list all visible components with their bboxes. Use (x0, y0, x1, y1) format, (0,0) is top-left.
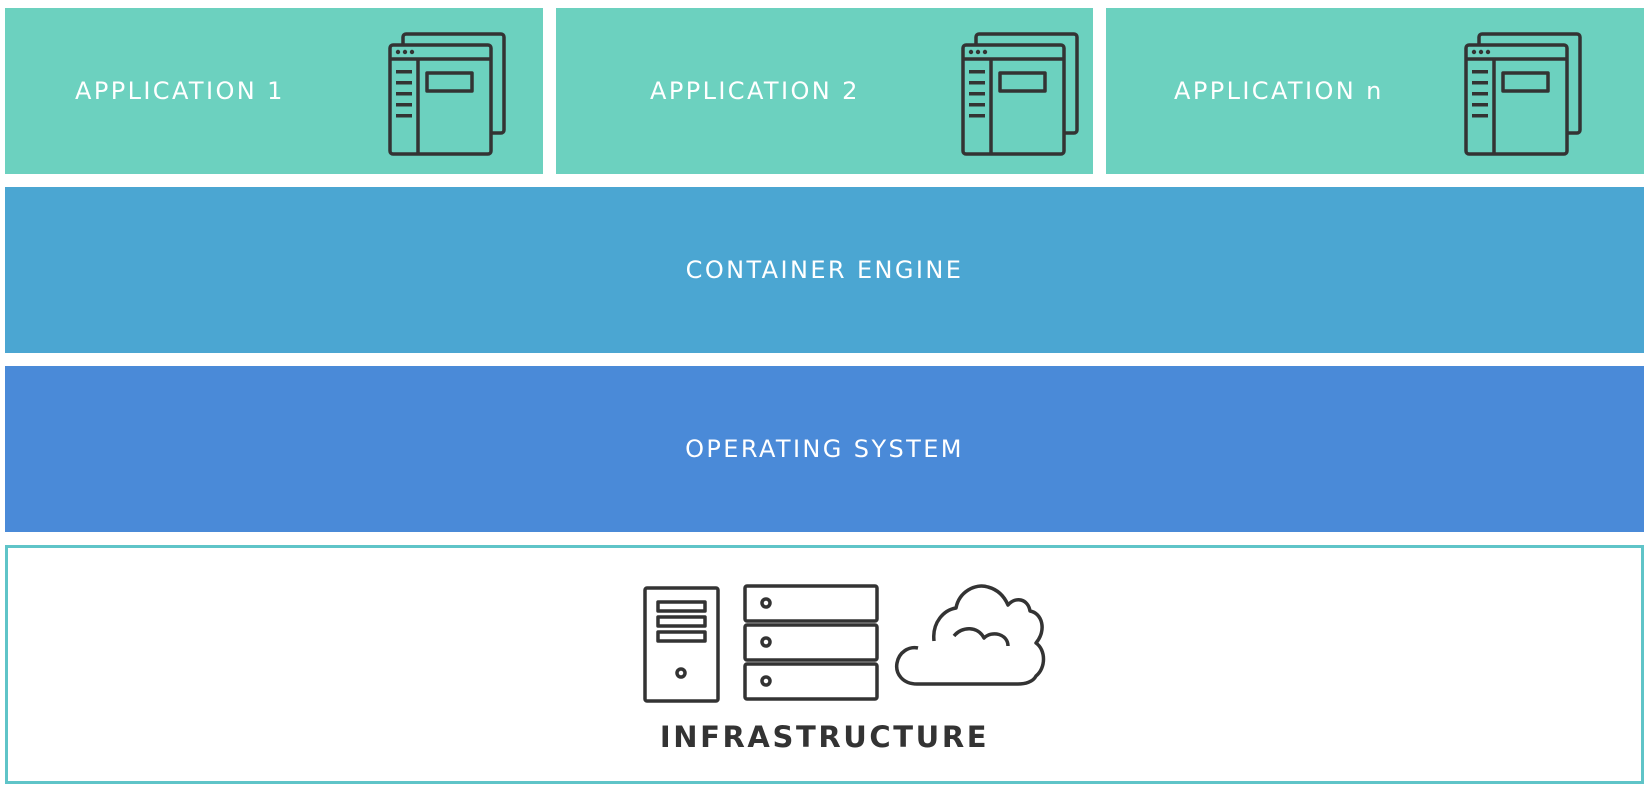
infrastructure-layer: INFRASTRUCTURE (5, 545, 1644, 784)
server-rack-icon (743, 584, 879, 701)
application-label: APPLICATION 2 (650, 77, 860, 105)
application-block: APPLICATION 2 (556, 8, 1093, 174)
operating-system-layer: OPERATING SYSTEM (5, 366, 1644, 532)
infrastructure-icons (643, 584, 1046, 703)
cloud-icon (894, 584, 1046, 686)
application-window-icon (961, 32, 1079, 156)
application-label: APPLICATION 1 (75, 77, 285, 105)
operating-system-label: OPERATING SYSTEM (685, 435, 964, 463)
server-tower-icon (643, 586, 720, 703)
application-block: APPLICATION 1 (5, 8, 543, 174)
application-block: APPLICATION n (1106, 8, 1644, 174)
application-window-icon (1464, 32, 1582, 156)
application-window-icon (388, 32, 506, 156)
container-engine-label: CONTAINER ENGINE (685, 256, 964, 284)
container-engine-layer: CONTAINER ENGINE (5, 187, 1644, 353)
application-label: APPLICATION n (1174, 77, 1384, 105)
infrastructure-label: INFRASTRUCTURE (659, 720, 990, 754)
